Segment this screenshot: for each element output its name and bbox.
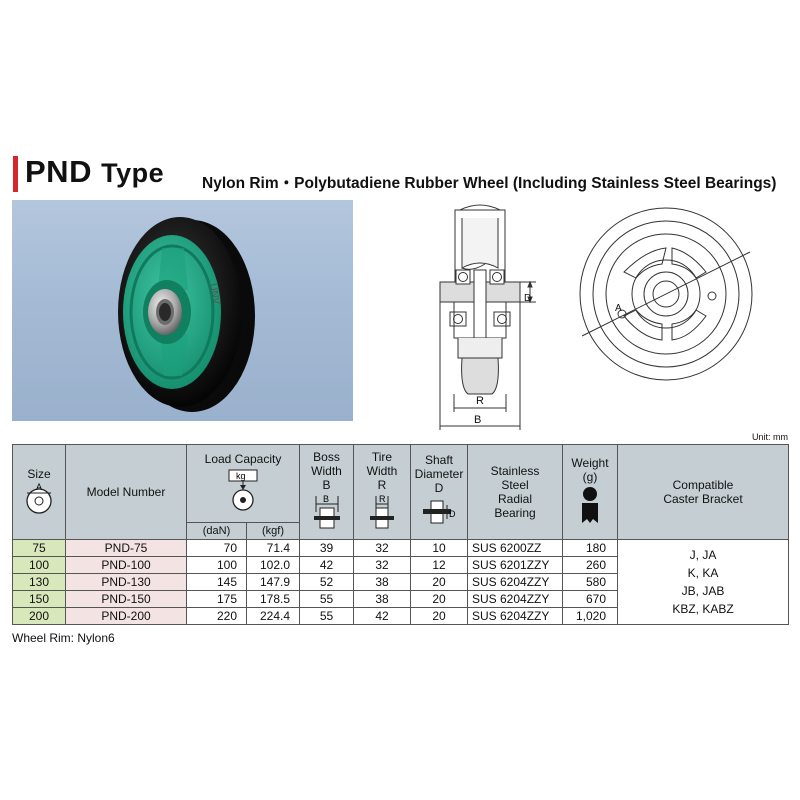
cell-shaft: 20: [410, 590, 468, 608]
cell-shaft: 10: [410, 539, 468, 557]
cell-bearing: SUS 6204ZZY: [467, 573, 563, 591]
cell-weight: 260: [562, 556, 618, 574]
unit-note: Unit: mm: [752, 432, 788, 442]
svg-text:R: R: [379, 494, 386, 504]
table-row: 150 PND-150 175 178.5 55 38 20 SUS 6204Z…: [12, 590, 789, 608]
cell-load-dan: 220: [186, 607, 247, 625]
header-bearing: Stainless Steel Radial Bearing: [467, 444, 563, 540]
title-type-word: Type: [101, 158, 165, 188]
cell-model: PND-130: [65, 573, 187, 591]
boss-width-icon: B: [313, 494, 340, 528]
compatible-item: J, JA: [689, 548, 717, 562]
header-weight: Weight (g): [562, 444, 618, 540]
cell-tire: 38: [353, 573, 411, 591]
dimension-d-label: D: [524, 293, 531, 304]
page-subtitle: Nylon Rim・Polybutadiene Rubber Wheel (In…: [202, 175, 777, 192]
header-load-kgf: (kgf): [246, 522, 300, 540]
title-model: PND: [25, 154, 92, 189]
compatible-item: KBZ, KABZ: [672, 602, 734, 616]
product-photo: UNV: [12, 200, 353, 421]
cell-boss: 39: [299, 539, 354, 557]
header-shaft-diameter: Shaft Diameter D D: [410, 444, 468, 540]
cell-boss: 55: [299, 590, 354, 608]
spec-table: Size A Model Number Load Capacity kg: [12, 444, 789, 625]
cell-model: PND-75: [65, 539, 187, 557]
header-model: Model Number: [65, 444, 187, 540]
front-view-drawing: A: [579, 207, 753, 381]
cell-weight: 580: [562, 573, 618, 591]
table-row: 200 PND-200 220 224.4 55 42 20 SUS 6204Z…: [12, 607, 789, 625]
compatible-item: K, KA: [687, 566, 719, 580]
cell-bearing: SUS 6204ZZY: [467, 590, 563, 608]
table-row: 100 PND-100 100 102.0 42 32 12 SUS 6201Z…: [12, 556, 789, 574]
dimension-r-label: R: [476, 395, 484, 407]
cell-weight: 670: [562, 590, 618, 608]
wheel-brand-mark: UNV: [207, 283, 222, 306]
cell-size: 100: [12, 556, 66, 574]
cell-boss: 52: [299, 573, 354, 591]
cell-load-kgf: 102.0: [246, 556, 300, 574]
header-size-label: Size: [27, 466, 51, 481]
cell-load-kgf: 147.9: [246, 573, 300, 591]
cell-weight: 1,020: [562, 607, 618, 625]
page-title: PND Type: [25, 154, 164, 190]
cell-shaft: 12: [410, 556, 468, 574]
cell-load-dan: 175: [186, 590, 247, 608]
cell-shaft: 20: [410, 607, 468, 625]
header-tire-width: Tire Width R R: [353, 444, 411, 540]
side-section-drawing: D R B: [439, 204, 536, 430]
cell-bearing: SUS 6200ZZ: [467, 539, 563, 557]
header-boss-width: Boss Width B B: [299, 444, 354, 540]
compatible-item: JB, JAB: [681, 584, 725, 598]
wheel-photo-illustration: UNV: [118, 217, 255, 412]
dimension-b-label: B: [474, 414, 481, 426]
cell-size: 75: [12, 539, 66, 557]
cell-tire: 42: [353, 607, 411, 625]
cell-boss: 42: [299, 556, 354, 574]
table-row: 75 PND-75 70 71.4 39 32 10 SUS 6200ZZ 18…: [12, 539, 789, 625]
cell-model: PND-150: [65, 590, 187, 608]
title-accent-bar: [13, 156, 18, 192]
cell-boss: 55: [299, 607, 354, 625]
cell-weight: 180: [562, 539, 618, 557]
load-icon-label: kg: [236, 471, 246, 481]
cell-size: 150: [12, 590, 66, 608]
cell-size: 200: [12, 607, 66, 625]
size-diameter-icon: A: [26, 482, 52, 514]
cell-load-dan: 100: [186, 556, 247, 574]
footnote-wheel-rim: Wheel Rim: Nylon6: [12, 631, 115, 645]
svg-text:D: D: [449, 509, 456, 519]
cell-compatible-brackets: J, JA K, KA JB, JAB KBZ, KABZ: [617, 539, 789, 625]
cell-load-dan: 70: [186, 539, 247, 557]
cell-shaft: 20: [410, 573, 468, 591]
header-load-capacity: Load Capacity kg: [186, 444, 300, 523]
cell-bearing: SUS 6201ZZY: [467, 556, 563, 574]
tire-width-icon: R: [370, 494, 394, 528]
cell-tire: 32: [353, 539, 411, 557]
header-compatible-bracket: Compatible Caster Bracket: [617, 444, 789, 540]
cell-size: 130: [12, 573, 66, 591]
svg-text:B: B: [323, 494, 329, 504]
cell-model: PND-100: [65, 556, 187, 574]
dimension-a-label: A: [615, 303, 622, 314]
cell-model: PND-200: [65, 607, 187, 625]
cell-load-kgf: 224.4: [246, 607, 300, 625]
cell-load-kgf: 178.5: [246, 590, 300, 608]
size-icon-label: A: [36, 482, 42, 492]
cell-load-kgf: 71.4: [246, 539, 300, 557]
tire-section-shape: [461, 357, 499, 395]
header-load-label: Load Capacity: [204, 452, 282, 466]
cell-load-dan: 145: [186, 573, 247, 591]
header-size: Size A: [12, 444, 66, 540]
cell-tire: 32: [353, 556, 411, 574]
weight-icon: [582, 486, 598, 523]
cell-tire: 38: [353, 590, 411, 608]
load-weight-icon: kg: [228, 469, 258, 511]
shaft-diameter-icon: D: [423, 500, 456, 523]
technical-drawings: D R B A: [439, 204, 753, 430]
cell-bearing: SUS 6204ZZY: [467, 607, 563, 625]
header-load-dan: (daN): [186, 522, 247, 540]
